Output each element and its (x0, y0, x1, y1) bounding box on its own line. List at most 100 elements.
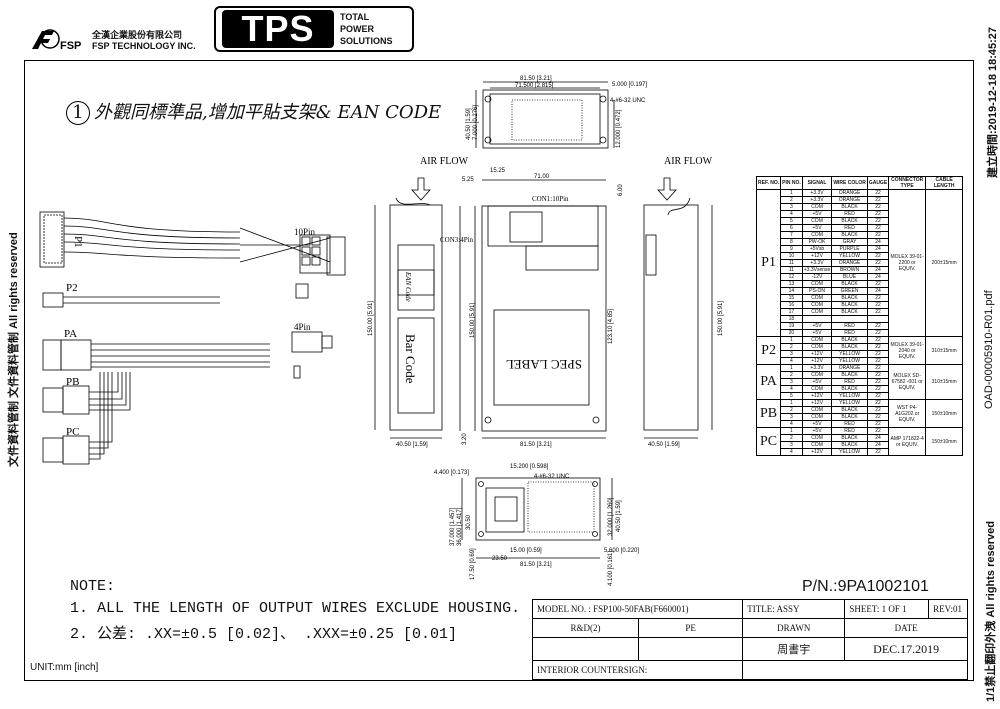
dim-bot-g: 40.50 [1.59] (616, 500, 622, 532)
spec-cell: 22 (866, 343, 890, 351)
label-pc: PC (66, 426, 79, 438)
spec-cell (866, 315, 890, 323)
label-pa: PA (64, 328, 77, 340)
dim-top-w1: 81.50 [3.21] (520, 76, 552, 82)
dim-top-w3: 5.000 [0.197] (612, 82, 647, 88)
label-p2: P2 (66, 282, 78, 294)
spec-cell: 15 (780, 294, 803, 302)
spec-cell: BLACK (831, 371, 868, 379)
model-number: MODEL NO. : FSP100-50FAB(F660001) (531, 599, 744, 619)
note-heading: NOTE: (70, 578, 116, 595)
spec-cell: COM (801, 280, 833, 288)
spec-cell: +12V (801, 399, 833, 407)
countersign-label: INTERIOR COUNTERSIGN: (531, 660, 744, 680)
spec-cell: COM (801, 413, 833, 421)
dim-front-b: 5.25 (462, 177, 474, 183)
spec-cell: 1 (780, 399, 803, 407)
spec-cell: COM (801, 343, 833, 351)
spec-cell: 2 (780, 196, 803, 204)
spec-length: 150±10mm (925, 427, 964, 456)
drawn-label: DRAWN (742, 618, 846, 638)
spec-cell: 10 (780, 252, 803, 260)
spec-cell: COM (801, 441, 833, 449)
spec-cell: +3.3Vsense (801, 266, 833, 274)
wire-harness (39, 211, 346, 465)
spec-length: 310±15mm (925, 336, 964, 365)
bar-code-label: Bar Code (403, 334, 418, 384)
spec-cell: 2 (780, 406, 803, 414)
dim-bot-f: 32.000 [1.260] (608, 497, 614, 536)
spec-cell: 2 (780, 343, 803, 351)
spec-cell: BLACK (831, 441, 868, 449)
note-line-2: 2. 公差: .XX=±0.5 [0.02]、 .XXX=±0.25 [0.01… (70, 626, 458, 643)
dim-bot-d: 36.000 [1.417] (457, 507, 463, 546)
spec-cell: 6 (780, 224, 803, 232)
spec-cell: ORANGE (831, 364, 868, 372)
drawing-date: DEC.17.2019 (844, 637, 968, 661)
spec-cell: GRAY (831, 238, 868, 246)
spec-cell: -12V (801, 273, 833, 281)
spec-cell: 14 (780, 287, 803, 295)
spec-ref: PA (755, 364, 782, 400)
spec-cell: BLACK (831, 308, 868, 316)
spec-cell: YELLOW (831, 252, 868, 260)
spec-cell: 22 (866, 196, 890, 204)
spec-cell: 3 (780, 413, 803, 421)
dim-front-d: 6.00 (618, 184, 624, 196)
spec-cell: PW-OK (801, 238, 833, 246)
spec-connector: WST P4-A1G202 or EQUIV. (888, 399, 927, 428)
pe-signature (638, 637, 744, 661)
spec-cell: COM (801, 434, 833, 442)
left-side-view (374, 177, 443, 439)
dim-bot-c: 37.000 [1.457] (450, 507, 456, 546)
spec-cell: 19 (780, 322, 803, 330)
dim-bot-l: 81.50 [3.21] (520, 562, 552, 568)
spec-cell: 22 (866, 399, 890, 407)
dim-bot-e: 30.50 (466, 514, 472, 530)
spec-header-cell: WIRE COLOR (831, 176, 868, 190)
title-block: MODEL NO. : FSP100-50FAB(F660001) TITLE:… (531, 599, 968, 680)
spec-cell: +12V (801, 392, 833, 400)
countersign-field (742, 660, 968, 680)
spec-cell: 22 (866, 350, 890, 358)
spec-cell: 11 (780, 259, 803, 267)
dim-bot-b: 4.400 [0.173] (434, 470, 469, 476)
front-view (459, 179, 607, 439)
spec-cell: 3 (780, 203, 803, 211)
dim-top-h2: 7.000 [0.276] (473, 105, 479, 140)
spec-cell: 22 (866, 378, 890, 386)
spec-cell: 22 (866, 252, 890, 260)
spec-ref: P1 (755, 189, 782, 337)
label-pb: PB (66, 376, 79, 388)
dim-front-h2: 123.10 [4.85] (608, 309, 614, 344)
ean-code-label: EAN Code (404, 271, 412, 302)
dim-front-b2: 3.20 (462, 433, 468, 445)
spec-cell: 22 (866, 427, 890, 435)
top-view (475, 81, 615, 149)
spec-cell: 22 (866, 301, 890, 309)
company-name: 全漢企業股份有限公司 FSP TECHNOLOGY INC. (92, 30, 196, 52)
spec-cell: +3.3V (801, 196, 833, 204)
spec-cell: 1 (780, 336, 803, 344)
label-4pin: 4Pin (294, 322, 311, 332)
spec-cell: 22 (866, 413, 890, 421)
dim-bot-screw: 4-#6-32 UNC (534, 474, 570, 480)
fsp-logo-text: FSP (60, 40, 81, 52)
spec-cell: 22 (866, 280, 890, 288)
dim-bot-j: 23.50 (492, 556, 508, 562)
dim-top-screw: 4-#6-32 UNC (610, 98, 646, 104)
spec-cell: BLACK (831, 343, 868, 351)
spec-cell: 22 (866, 210, 890, 218)
spec-cell: 18 (780, 315, 803, 323)
spec-cell: PURPLE (831, 245, 868, 253)
spec-cell: 24 (866, 441, 890, 449)
date-label: DATE (844, 618, 968, 638)
spec-cell: 17 (780, 308, 803, 316)
spec-cell: +5V (801, 420, 833, 428)
spec-cell: 1 (780, 364, 803, 372)
